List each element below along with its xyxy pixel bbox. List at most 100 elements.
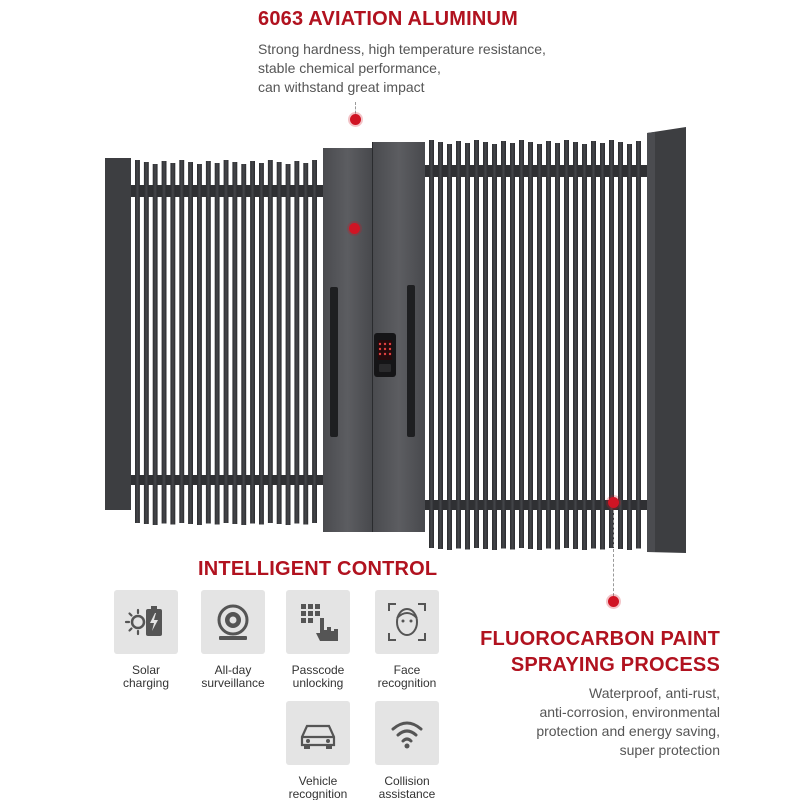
gate-slat: [205, 161, 211, 524]
aluminum-description: Strong hardness, high temperature resist…: [258, 40, 546, 97]
gate-slat: [456, 141, 461, 549]
feature-label: Face recognition: [362, 664, 452, 690]
fluorocarbon-description: Waterproof, anti-rust, anti-corrosion, e…: [536, 684, 720, 760]
leader-line-top: [355, 102, 356, 118]
wifi-signal-icon: [375, 701, 439, 765]
door-handle-right: [407, 285, 415, 437]
gate-slat: [135, 160, 140, 523]
gate-slat: [232, 162, 238, 524]
gate-slat: [429, 140, 434, 548]
gate-slat: [609, 140, 614, 548]
gate-slat: [483, 142, 488, 549]
aluminum-desc-line: Strong hardness, high temperature resist…: [258, 41, 546, 57]
feature-label-line: All-day: [214, 663, 252, 677]
feature-label-line: charging: [122, 676, 170, 690]
gate-slat: [294, 161, 300, 524]
gate-slat: [152, 164, 158, 525]
callout-dot-door: [349, 223, 360, 234]
gate-slat: [161, 161, 167, 524]
gate-slat: [170, 163, 176, 525]
gate-slat: [627, 144, 632, 550]
gate-slat: [618, 142, 623, 549]
feature-label: Passcode unlocking: [273, 664, 363, 690]
gate-slat: [600, 143, 605, 550]
gate-slat: [573, 142, 578, 549]
aluminum-desc-line: can withstand great impact: [258, 79, 425, 95]
feature-label: Vehicle recognition: [273, 775, 363, 800]
feature-label-line: Solar: [131, 663, 160, 677]
gate-slat: [223, 160, 229, 523]
right-slats: [429, 140, 641, 550]
solar-charging-icon: [114, 590, 178, 654]
gate-slat: [519, 140, 524, 548]
callout-dot-right: [608, 596, 619, 607]
feature-label-line: Face: [393, 663, 421, 677]
right-rail-bottom: [425, 500, 647, 510]
gate-slat: [179, 160, 185, 523]
gate-slat: [537, 144, 542, 550]
face-scan-icon: [375, 590, 439, 654]
fluorocarbon-title-line: FLUOROCARBON PAINT: [480, 628, 720, 650]
door-handle-left: [330, 287, 338, 437]
feature-face-recognition: Face recognition: [362, 590, 452, 690]
gate-slat: [546, 141, 551, 549]
gate-slat: [555, 143, 560, 550]
feature-label: Collision assistance: [362, 775, 452, 800]
feature-vehicle-recognition: Vehicle recognition: [273, 701, 363, 800]
gate-slat: [285, 164, 291, 525]
feature-label-line: assistance: [378, 787, 436, 800]
gate-slat: [636, 141, 641, 549]
gate-slat: [492, 144, 497, 550]
keypad-hand-icon: [286, 590, 350, 654]
gate-slat: [474, 140, 479, 548]
feature-collision-assistance: Collision assistance: [362, 701, 452, 800]
car-icon: [286, 701, 350, 765]
feature-label-line: Collision: [384, 774, 430, 788]
feature-solar-charging: Solar charging: [101, 590, 191, 690]
gate-slat: [241, 164, 247, 525]
left-slats: [135, 160, 317, 525]
feature-label: All-day surveillance: [188, 664, 278, 690]
gate-slat: [267, 160, 273, 523]
gate-slat: [564, 140, 569, 548]
gate-slat: [501, 141, 506, 549]
gate-slat: [276, 162, 282, 524]
fluorocarbon-desc-line: Waterproof, anti-rust,: [589, 685, 720, 701]
gate-slat: [188, 162, 193, 524]
gate-slat: [438, 142, 443, 549]
gate-slat: [312, 160, 317, 523]
gate-slat: [591, 141, 596, 549]
surveillance-camera-icon: [201, 590, 265, 654]
feature-label-line: unlocking: [292, 676, 344, 690]
feature-label: Solar charging: [101, 664, 191, 690]
aluminum-desc-line: stable chemical performance,: [258, 60, 441, 76]
leader-line-right: [613, 510, 614, 596]
fluorocarbon-desc-line: anti-corrosion, environmental: [539, 704, 720, 720]
gate-slat: [214, 163, 220, 525]
fluorocarbon-desc-line: super protection: [619, 742, 720, 758]
gate-slat: [510, 143, 515, 550]
feature-label-line: Passcode: [291, 663, 345, 677]
right-end-post: [647, 127, 686, 553]
intelligent-control-title: INTELLIGENT CONTROL: [198, 558, 438, 580]
gate-slat: [250, 161, 255, 524]
feature-label-line: Vehicle: [298, 774, 338, 788]
gate-slat: [447, 144, 452, 550]
gate-slat: [465, 143, 470, 550]
feature-surveillance: All-day surveillance: [188, 590, 278, 690]
fluorocarbon-title-line: SPRAYING PROCESS: [510, 654, 720, 676]
feature-passcode: Passcode unlocking: [273, 590, 363, 690]
gate-slat: [303, 163, 309, 525]
feature-label-line: recognition: [288, 787, 348, 800]
aluminum-title: 6063 AVIATION ALUMINUM: [258, 8, 518, 30]
gate-slat: [143, 162, 149, 524]
callout-dot-slat: [608, 497, 619, 508]
fluorocarbon-title: FLUOROCARBON PAINT SPRAYING PROCESS: [480, 626, 720, 678]
fluorocarbon-desc-line: protection and energy saving,: [536, 723, 720, 739]
gate-slat: [259, 163, 264, 525]
feature-label-line: surveillance: [201, 676, 265, 690]
gate-slat: [197, 164, 202, 525]
gate-slat: [582, 144, 587, 550]
gate-slat: [528, 142, 533, 549]
